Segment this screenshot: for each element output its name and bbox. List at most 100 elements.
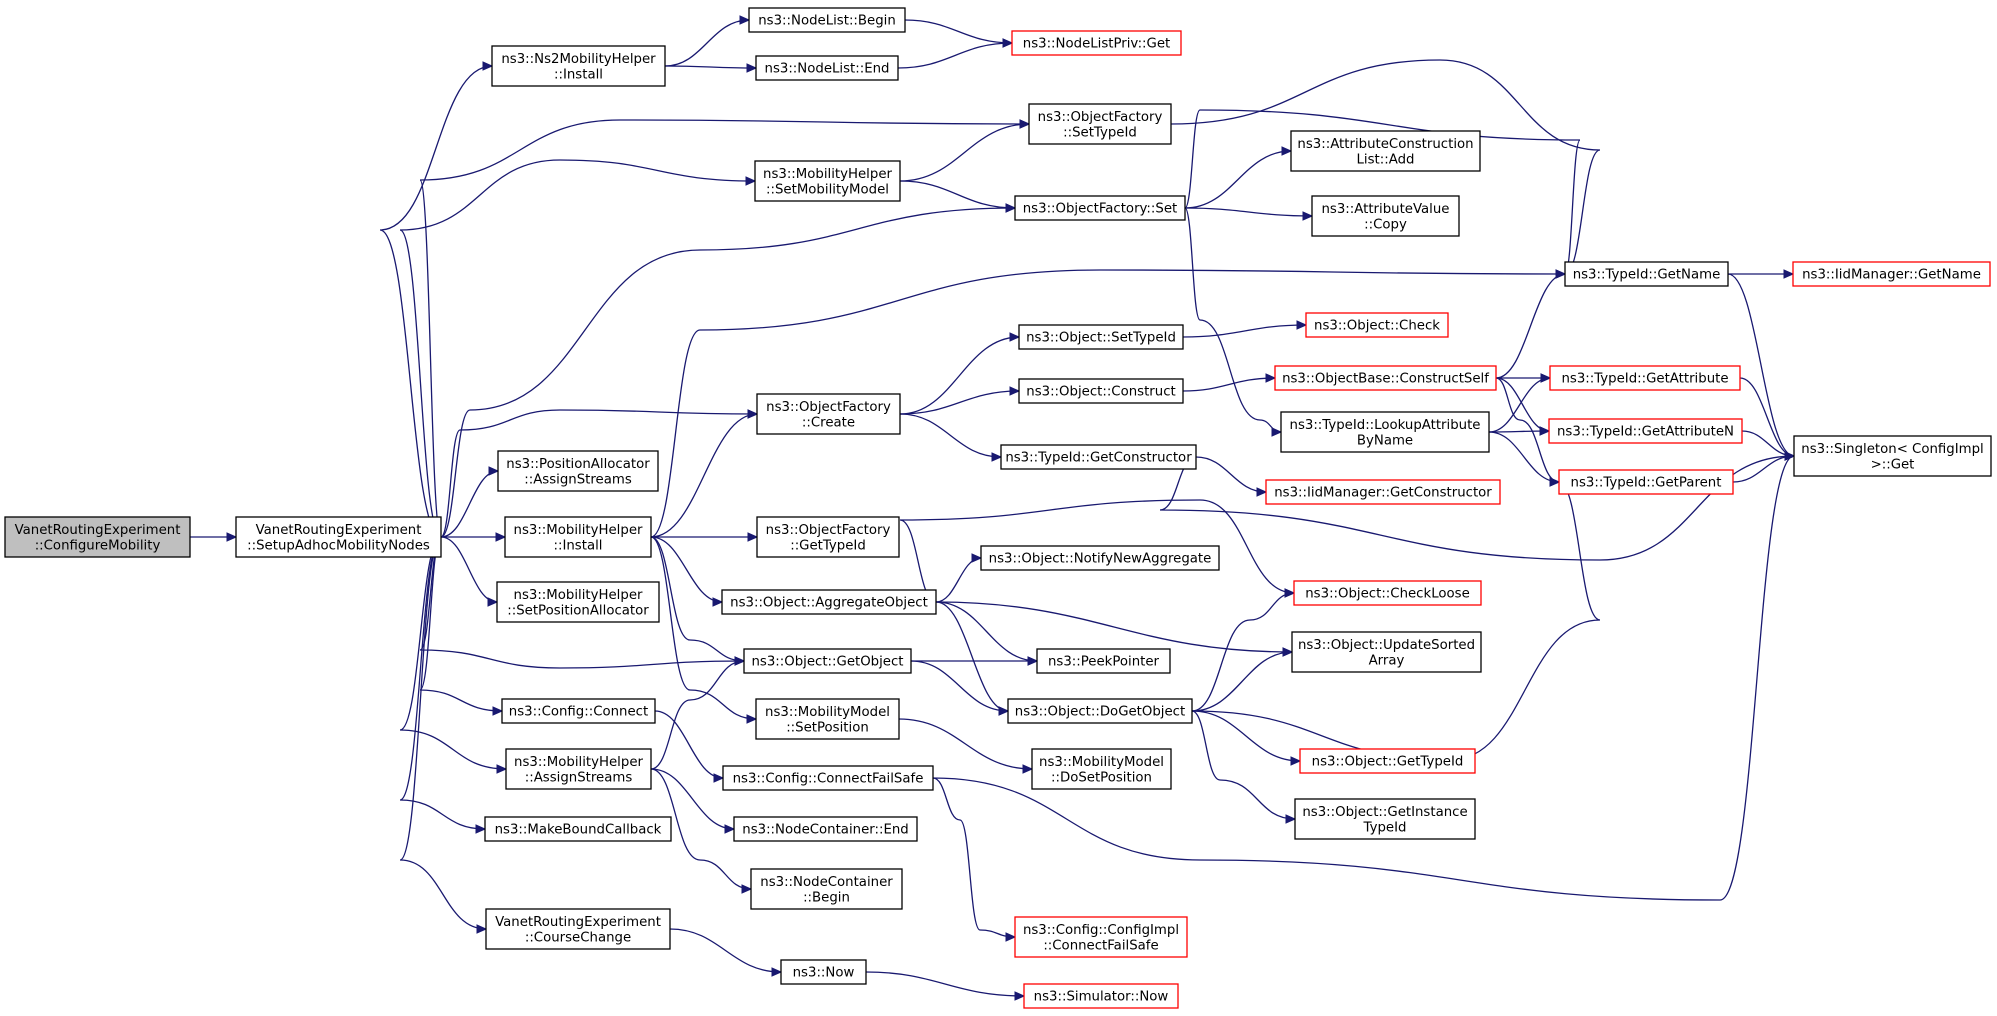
node-nodelist-end[interactable]: ns3::NodeList::End xyxy=(755,55,899,81)
node-label-line: List::Add xyxy=(1357,152,1415,167)
node-mm-dosetposition[interactable]: ns3::MobilityModel::DoSetPosition xyxy=(1031,748,1172,790)
node-mh-install[interactable]: ns3::MobilityHelper::Install xyxy=(504,516,652,558)
node-of-create[interactable]: ns3::ObjectFactory::Create xyxy=(756,393,901,435)
node-label-line: ns3::Object::Construct xyxy=(1026,385,1175,400)
node-peekpointer[interactable]: ns3::PeekPointer xyxy=(1036,648,1171,674)
node-label-line: ::Begin xyxy=(803,890,850,905)
node-label-line: ns3::ObjectFactory xyxy=(766,400,891,415)
arrowhead xyxy=(1009,386,1021,396)
node-ns2-install[interactable]: ns3::Ns2MobilityHelper::Install xyxy=(491,45,666,87)
node-label-line: VanetRoutingExperiment xyxy=(495,915,661,930)
node-object-gettypeid[interactable]: ns3::Object::GetTypeId xyxy=(1299,748,1476,774)
node-ns3-now[interactable]: ns3::Now xyxy=(780,959,867,985)
node-box xyxy=(721,589,937,615)
node-iidmanager-getname[interactable]: ns3::IidManager::GetName xyxy=(1792,261,1991,287)
arrowhead xyxy=(745,176,757,186)
arrowhead xyxy=(712,597,724,607)
node-box xyxy=(497,450,659,492)
node-box xyxy=(722,765,934,791)
node-object-dogetobject[interactable]: ns3::Object::DoGetObject xyxy=(1007,698,1193,724)
edge-object-aggregateobject-to-peekpointer xyxy=(935,601,1038,662)
arrowhead xyxy=(1014,991,1026,1001)
node-label-line: >::Get xyxy=(1871,457,1915,472)
node-nodelistpriv-get[interactable]: ns3::NodeListPriv::Get xyxy=(1011,30,1182,56)
node-setup-adhoc[interactable]: VanetRoutingExperiment::SetupAdhocMobili… xyxy=(235,516,442,558)
arrowhead xyxy=(1027,656,1039,666)
node-label-line: ns3::Config::ConnectFailSafe xyxy=(733,772,924,787)
arrowhead xyxy=(1005,932,1017,942)
edges-layer xyxy=(190,15,1796,1001)
edge-setup-adhoc-to-of-set xyxy=(440,207,1016,538)
nodes-layer: VanetRoutingExperiment::ConfigureMobilit… xyxy=(4,7,1992,1009)
node-label-line: ns3::Config::Connect xyxy=(509,705,648,720)
arrowhead xyxy=(492,706,504,716)
node-box xyxy=(1299,748,1476,774)
node-box xyxy=(505,748,652,790)
node-label-line: ns3::NodeContainer xyxy=(760,875,893,890)
node-objectbase-constructself[interactable]: ns3::ObjectBase::ConstructSelf xyxy=(1274,365,1497,391)
node-object-check[interactable]: ns3::Object::Check xyxy=(1305,312,1449,338)
arrowhead xyxy=(1256,487,1268,497)
node-nodecontainer-end[interactable]: ns3::NodeContainer::End xyxy=(733,816,918,842)
edge-object-dogetobject-to-object-updatesortedarray xyxy=(1191,651,1293,712)
node-label-line: ::SetMobilityModel xyxy=(766,182,889,197)
node-box xyxy=(1548,418,1743,444)
node-makeboundcallback[interactable]: ns3::MakeBoundCallback xyxy=(484,816,672,842)
node-typeid-getattributen[interactable]: ns3::TypeId::GetAttributeN xyxy=(1548,418,1743,444)
node-typeid-getparent[interactable]: ns3::TypeId::GetParent xyxy=(1558,469,1734,495)
edge-objectbase-constructself-to-typeid-getname xyxy=(1495,273,1566,379)
node-of-set[interactable]: ns3::ObjectFactory::Set xyxy=(1014,195,1186,221)
node-posalloc-assignstreams[interactable]: ns3::PositionAllocator::AssignStreams xyxy=(497,450,659,492)
arrowhead xyxy=(495,532,507,542)
node-label-line: ns3::AttributeValue xyxy=(1321,202,1449,217)
node-singleton-get[interactable]: ns3::Singleton< ConfigImpl >::Get xyxy=(1793,435,1992,477)
arrowhead xyxy=(1009,332,1021,342)
node-box xyxy=(1007,698,1193,724)
node-box xyxy=(1792,261,1991,287)
node-object-settypeid[interactable]: ns3::Object::SetTypeId xyxy=(1018,324,1184,350)
node-label-line: ::SetTypeId xyxy=(1063,125,1137,140)
node-nodecontainer-begin[interactable]: ns3::NodeContainer::Begin xyxy=(750,868,903,910)
node-label-line: ns3::MobilityHelper xyxy=(514,523,643,538)
node-object-notifynewaggregate[interactable]: ns3::Object::NotifyNewAggregate xyxy=(980,545,1220,571)
edge-typeid-getconstructor-to-singleton-get xyxy=(1159,455,1795,561)
node-mm-setposition[interactable]: ns3::MobilityModel::SetPosition xyxy=(755,698,900,740)
arrowhead xyxy=(747,532,759,542)
node-of-gettypeid[interactable]: ns3::ObjectFactory::GetTypeId xyxy=(756,516,900,558)
node-label-line: ns3::Ns2MobilityHelper xyxy=(501,52,656,67)
node-attrvalue-copy[interactable]: ns3::AttributeValue::Copy xyxy=(1311,195,1460,237)
arrowhead xyxy=(991,452,1003,462)
node-typeid-getconstructor[interactable]: ns3::TypeId::GetConstructor xyxy=(1000,444,1197,470)
node-typeid-getattribute[interactable]: ns3::TypeId::GetAttribute xyxy=(1549,365,1741,391)
node-simulator-now[interactable]: ns3::Simulator::Now xyxy=(1023,983,1179,1009)
edge-mh-install-to-object-aggregateobject xyxy=(650,536,723,603)
node-mh-setpositionallocator[interactable]: ns3::MobilityHelper::SetPositionAllocato… xyxy=(496,581,660,623)
node-config-connectfailsafe[interactable]: ns3::Config::ConnectFailSafe xyxy=(722,765,934,791)
edge-of-create-to-typeid-getconstructor xyxy=(899,413,1002,458)
node-mh-assignstreams[interactable]: ns3::MobilityHelper::AssignStreams xyxy=(505,748,652,790)
node-nodelist-begin[interactable]: ns3::NodeList::Begin xyxy=(748,7,906,33)
node-object-checkloose[interactable]: ns3::Object::CheckLoose xyxy=(1293,580,1482,606)
node-configure-mobility[interactable]: VanetRoutingExperiment::ConfigureMobilit… xyxy=(4,516,191,558)
node-configimpl-connectfailsafe[interactable]: ns3::Config::ConfigImpl::ConnectFailSafe xyxy=(1014,916,1188,958)
node-typeid-getname[interactable]: ns3::TypeId::GetName xyxy=(1564,261,1729,287)
node-mh-setmobilitymodel[interactable]: ns3::MobilityHelper::SetMobilityModel xyxy=(754,160,901,202)
node-object-aggregateobject[interactable]: ns3::Object::AggregateObject xyxy=(721,589,937,615)
node-config-connect[interactable]: ns3::Config::Connect xyxy=(501,698,656,724)
edge-setup-adhoc-to-ns2-install xyxy=(379,65,493,538)
node-of-settypeid[interactable]: ns3::ObjectFactory::SetTypeId xyxy=(1028,103,1172,145)
node-box xyxy=(504,516,652,558)
node-object-construct[interactable]: ns3::Object::Construct xyxy=(1018,378,1184,404)
node-label-line: ns3::Now xyxy=(793,966,855,981)
edge-mh-assignstreams-to-nodecontainer-begin xyxy=(650,768,752,890)
arrowhead xyxy=(1005,203,1017,213)
node-vre-coursechange[interactable]: VanetRoutingExperiment::CourseChange xyxy=(485,908,671,950)
node-object-getobject[interactable]: ns3::Object::GetObject xyxy=(743,648,912,674)
node-label-line: ns3::Object::GetTypeId xyxy=(1312,755,1464,770)
node-iidmanager-getconstructor[interactable]: ns3::IidManager::GetConstructor xyxy=(1265,479,1501,505)
node-label-line: ns3::Object::Check xyxy=(1314,319,1440,334)
